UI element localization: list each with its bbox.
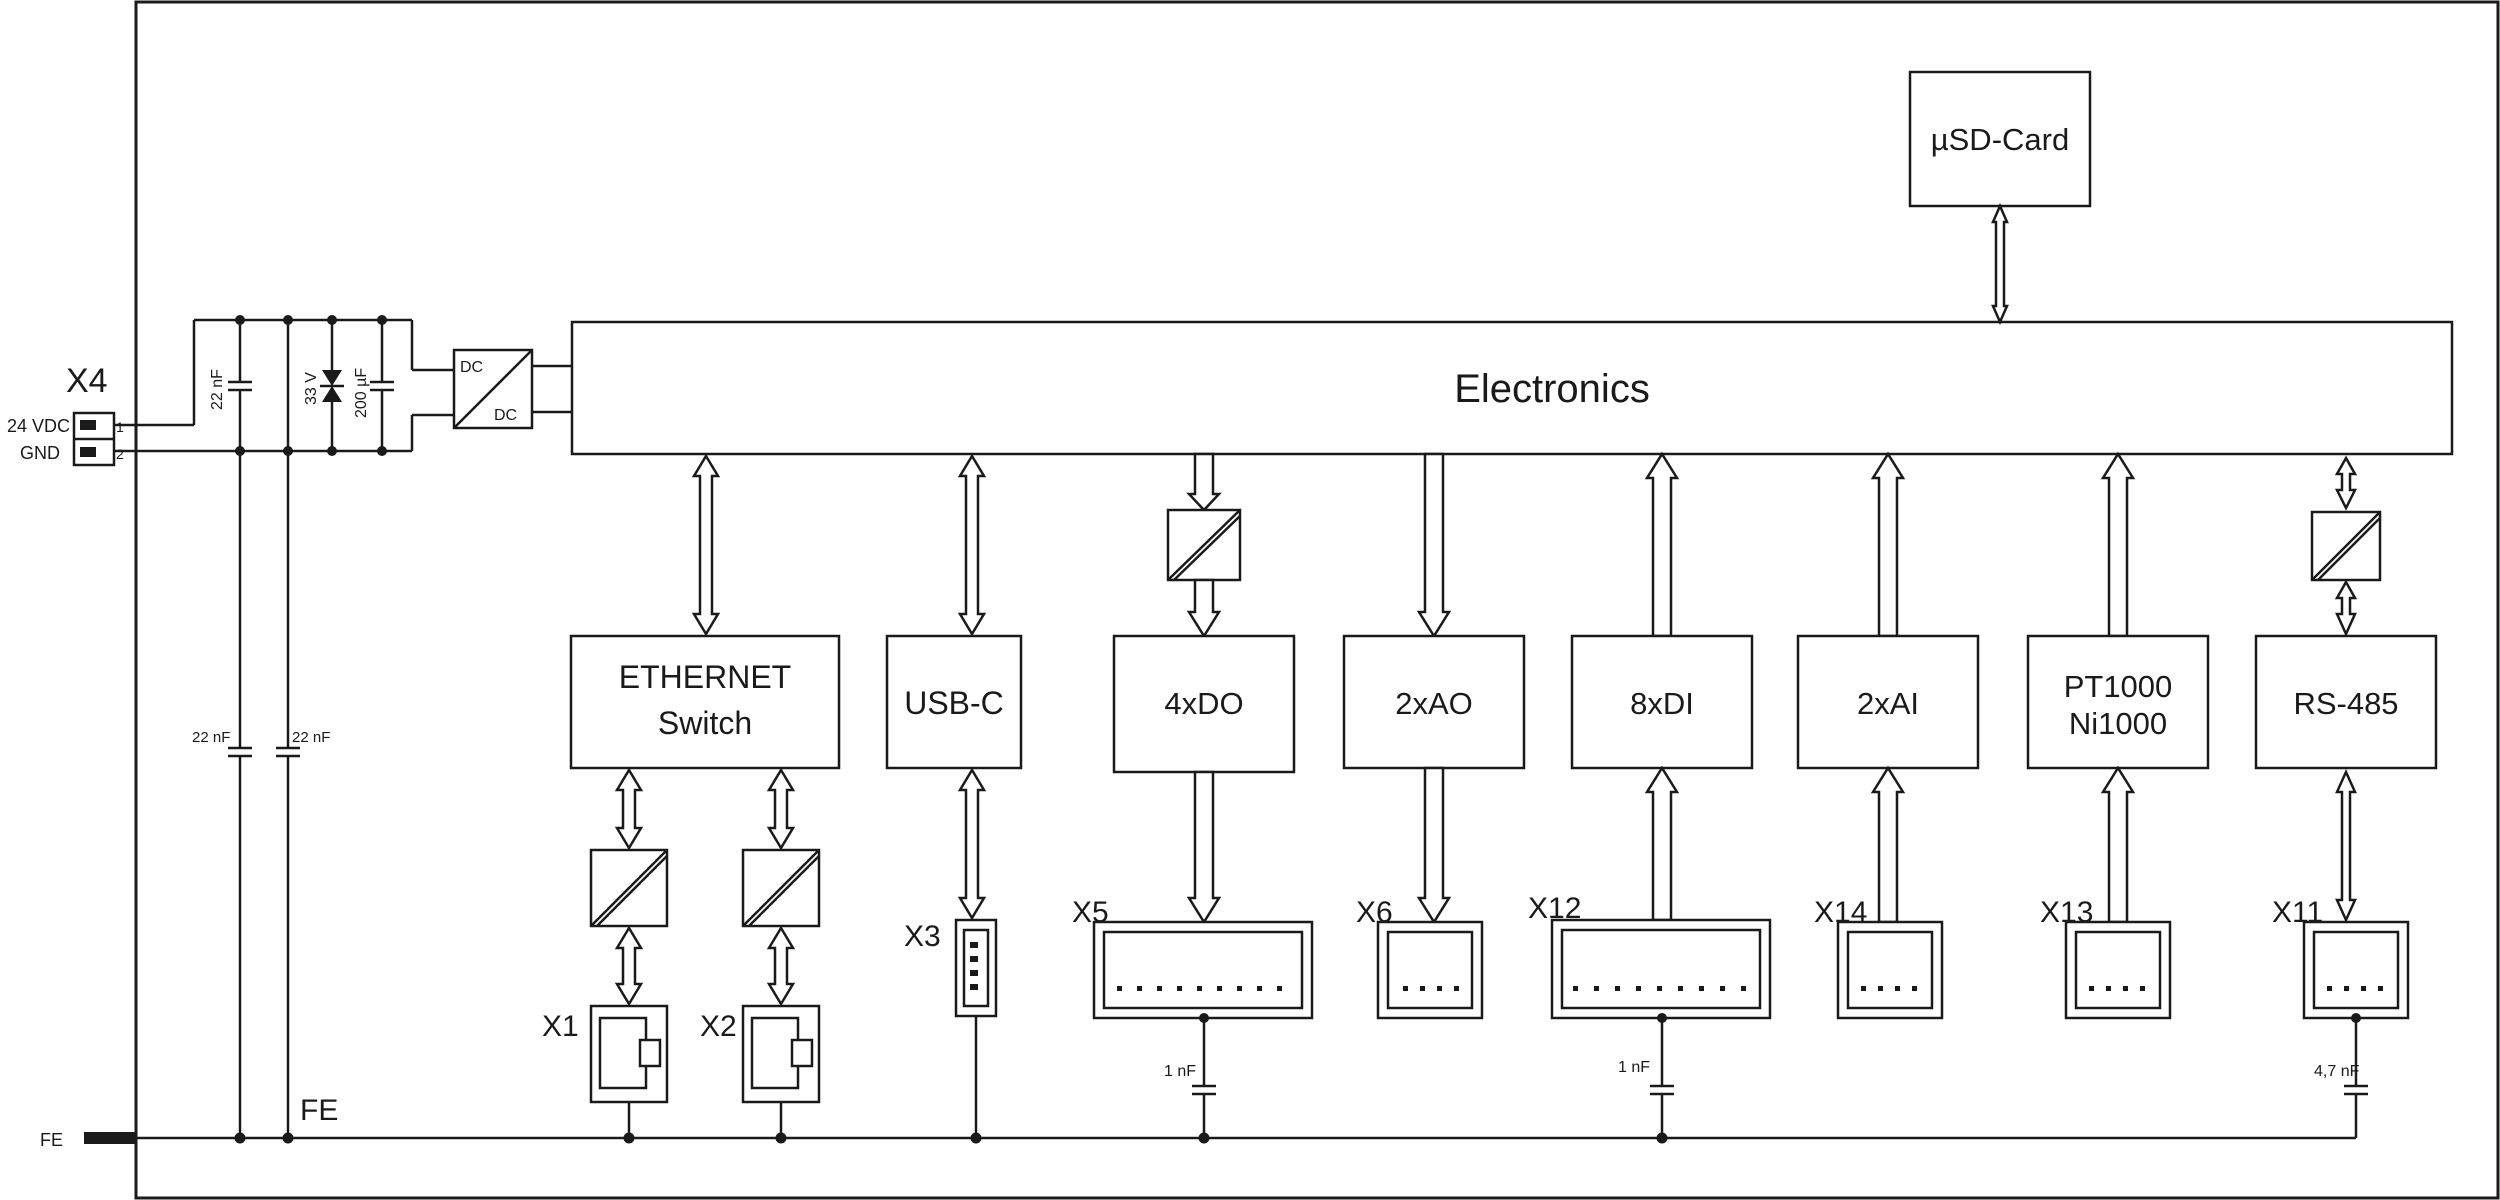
fe-junction-left xyxy=(234,1132,246,1144)
ai-bus-arrow xyxy=(1870,451,1906,638)
rs485-bus-arrow-lower xyxy=(2334,579,2358,638)
power-rails xyxy=(114,318,454,453)
di-connector-arrow xyxy=(1644,765,1680,922)
terminal-x14 xyxy=(1836,920,1944,1020)
x4-pin1-label: 24 VDC xyxy=(7,416,70,436)
fe-capacitor-left-value: 22 nF xyxy=(192,729,230,746)
usb-bus-arrow xyxy=(957,453,987,637)
fe-terminal xyxy=(84,1132,136,1144)
fe-capacitor-right: 22 nF xyxy=(276,320,330,1138)
tvs-diode: 33 V xyxy=(303,320,344,451)
tvs-diode-value: 33 V xyxy=(303,372,320,405)
fe-capacitor-left: 22 nF xyxy=(192,451,252,1138)
ethernet-module: ETHERNET Switch X1 X2 xyxy=(542,453,841,1144)
x4-pin1-number: 1 xyxy=(116,419,124,435)
usb-c-block xyxy=(885,634,1023,770)
input-capacitor: 22 nF xyxy=(209,320,252,451)
ao-bus-arrow xyxy=(1416,452,1452,639)
fe-junction-right xyxy=(282,1132,294,1144)
di-bus-arrow xyxy=(1644,451,1680,638)
di-block xyxy=(1570,634,1754,770)
ao-module: 2xAO X6 xyxy=(1342,452,1526,1020)
ethernet-switch-block xyxy=(569,634,841,770)
x3-connector-label: X3 xyxy=(904,920,941,953)
ao-block xyxy=(1342,634,1526,770)
ai-label: 2xAI xyxy=(1857,686,1919,721)
terminal-x13 xyxy=(2064,920,2172,1020)
usb-connector-arrow xyxy=(957,767,987,921)
ai-module: 2xAI X14 xyxy=(1796,451,1980,1020)
bulk-capacitor-value: 200 µF xyxy=(353,368,370,418)
sd-card-label: µSD-Card xyxy=(1931,122,2069,157)
do-label: 4xDO xyxy=(1164,686,1243,721)
di-module: 8xDI X12 1 nF xyxy=(1528,451,1772,1144)
usb-c-port-x3 xyxy=(954,918,998,1018)
rs485-module: RS-485 X11 4,7 nF xyxy=(2254,455,2438,1138)
pt-connector-arrow xyxy=(2100,765,2136,924)
power-junctions xyxy=(235,315,387,456)
rs485-label: RS-485 xyxy=(2293,686,2398,721)
rs485-filter-capacitor-value: 4,7 nF xyxy=(2314,1063,2360,1080)
pt-label-line1: PT1000 xyxy=(2064,669,2173,704)
input-capacitor-value: 22 nF xyxy=(209,369,226,410)
ethernet-port1-arrow-lower xyxy=(614,925,644,1007)
rs485-block xyxy=(2254,634,2438,770)
ai-block xyxy=(1796,634,1980,770)
bulk-capacitor: 200 µF xyxy=(353,320,394,451)
ethernet-switch-label-line2: Switch xyxy=(658,705,752,741)
do-block xyxy=(1112,634,1296,774)
x4-connector-label: X4 xyxy=(66,362,108,400)
pt-block xyxy=(2026,634,2210,770)
do-connector-arrow xyxy=(1186,770,1222,925)
ethernet-port2-arrow-upper xyxy=(766,767,796,851)
ethernet-port2-arrow-lower xyxy=(766,925,796,1007)
sd-card-block xyxy=(1908,70,2092,208)
electronics-label: Electronics xyxy=(1454,367,1650,411)
ethernet-bus-arrow xyxy=(691,453,721,637)
rs485-bus-arrow-upper xyxy=(2334,455,2358,511)
ethernet-switch-label-line1: ETHERNET xyxy=(619,659,791,695)
dc-dc-converter: DC DC xyxy=(452,348,572,430)
ao-connector-arrow xyxy=(1416,766,1452,925)
do-filter-capacitor-value: 1 nF xyxy=(1164,1063,1196,1080)
fe-terminal-label: FE xyxy=(40,1130,63,1150)
fe-bus-label: FE xyxy=(300,1094,338,1127)
x1-connector-label: X1 xyxy=(542,1010,579,1043)
device-enclosure xyxy=(134,0,2500,1200)
sd-card-bus-arrow xyxy=(1991,202,2009,326)
do-module: 4xDO X5 1 nF xyxy=(1072,452,1314,1144)
pt-label-line2: Ni1000 xyxy=(2069,706,2167,741)
dc-converter-bottom-label: DC xyxy=(494,407,517,424)
ethernet-port1-arrow-upper xyxy=(614,767,644,851)
x4-pin2-number: 2 xyxy=(116,446,124,462)
x4-terminal-block: 1 2 xyxy=(72,411,124,467)
ai-connector-arrow xyxy=(1870,765,1906,924)
electronics-block xyxy=(570,320,2454,456)
rj45-port-x1 xyxy=(589,1004,669,1104)
x2-connector-label: X2 xyxy=(700,1010,737,1043)
terminal-x6 xyxy=(1376,920,1484,1020)
di-label: 8xDI xyxy=(1630,686,1694,721)
fe-capacitor-right-value: 22 nF xyxy=(292,729,330,746)
pt-module: PT1000 Ni1000 X13 xyxy=(2026,451,2210,1020)
usb-c-label: USB-C xyxy=(904,685,1004,721)
usb-module: USB-C X3 xyxy=(885,453,1023,1144)
terminal-x11 xyxy=(2302,920,2410,1020)
di-filter-capacitor-value: 1 nF xyxy=(1618,1059,1650,1076)
rj45-port-x2 xyxy=(741,1004,821,1104)
terminal-x5 xyxy=(1092,920,1314,1020)
rs485-connector-arrow xyxy=(2335,768,2357,924)
do-bus-arrow-upper xyxy=(1186,452,1222,512)
do-bus-arrow-lower xyxy=(1186,578,1222,639)
pt-bus-arrow xyxy=(2100,451,2136,638)
terminal-x12 xyxy=(1550,918,1772,1020)
x4-pin2-label: GND xyxy=(20,443,60,463)
dc-converter-top-label: DC xyxy=(460,359,483,376)
ao-label: 2xAO xyxy=(1395,686,1473,721)
